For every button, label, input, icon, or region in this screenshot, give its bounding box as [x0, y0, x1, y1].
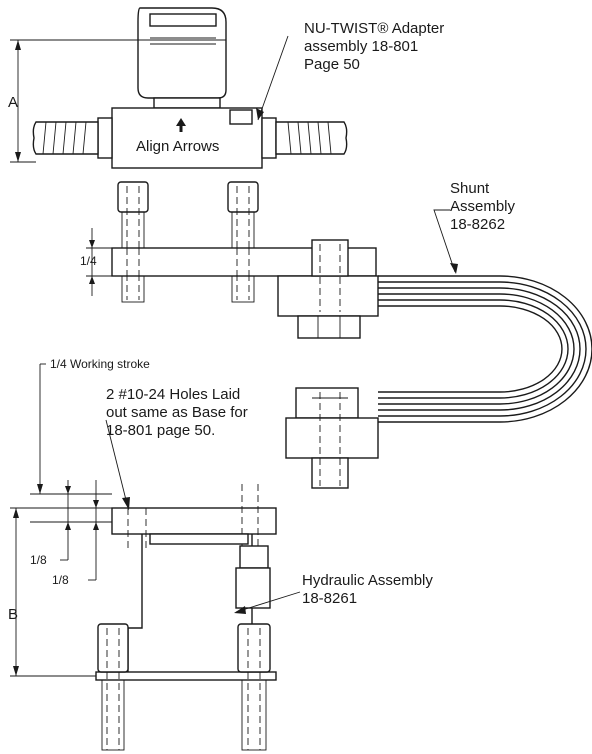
shunt-assembly	[111, 181, 379, 339]
hydraulic-assembly	[95, 484, 277, 751]
dimension-a	[10, 39, 138, 163]
align-arrows-label: Align Arrows	[136, 138, 220, 155]
adapter-leader	[257, 35, 289, 121]
eighth-label-1: 1/8	[30, 553, 47, 567]
dimension-b-label: B	[8, 606, 19, 623]
eighth-label-2: 1/8	[52, 573, 69, 587]
holes-leader	[105, 419, 129, 509]
shunt-leader	[433, 209, 456, 273]
holes-callout: 2 #10-24 Holes Laid out same as Base for…	[106, 386, 248, 439]
dimension-a-label: A	[8, 94, 19, 111]
adapter-callout: NU-TWIST® Adapter assembly 18-801 Page 5…	[304, 20, 445, 73]
quarter-dimension-label: 1/4	[80, 254, 97, 268]
hydraulic-leader	[235, 591, 301, 613]
dimension-eighths	[30, 480, 112, 581]
nu-twist-adapter	[32, 7, 348, 169]
hydraulic-callout: Hydraulic Assembly 18-8261	[302, 572, 433, 607]
shunt-lower-block	[285, 387, 379, 489]
dimension-b	[10, 507, 96, 677]
shunt-tubes	[378, 275, 592, 423]
dimension-quarter	[86, 228, 112, 296]
working-stroke-label: 1/4 Working stroke	[50, 357, 150, 371]
shunt-callout: Shunt Assembly 18-8262	[450, 180, 516, 233]
